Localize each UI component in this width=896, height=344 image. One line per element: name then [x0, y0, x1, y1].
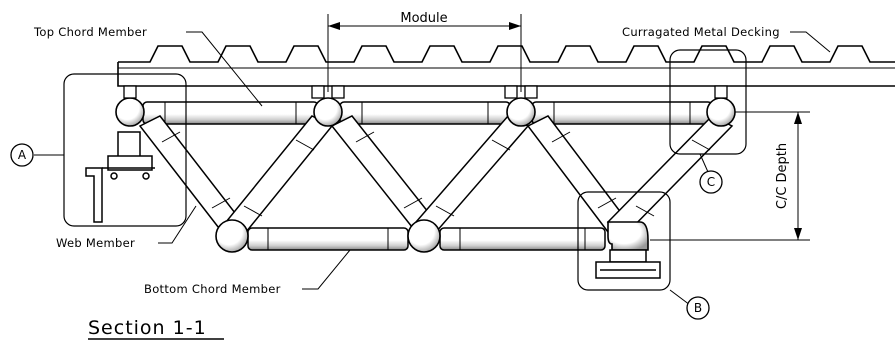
bottom-support-plate	[595, 249, 661, 279]
module-dimension: Module	[327, 11, 522, 92]
svg-text:A: A	[18, 148, 27, 162]
top-chord-members	[142, 101, 713, 125]
svg-text:B: B	[694, 301, 702, 315]
callout-c: C	[699, 153, 723, 194]
svg-text:Top Chord Member: Top Chord Member	[33, 25, 147, 39]
left-support-bracket	[85, 131, 155, 223]
top-nodes	[115, 85, 736, 127]
svg-text:Curragated Metal Decking: Curragated Metal Decking	[622, 25, 780, 39]
detail-boxes	[63, 49, 747, 291]
label-bottom-chord: Bottom Chord Member	[144, 249, 351, 296]
label-decking: Curragated Metal Decking	[622, 25, 831, 53]
bottom-nodes	[215, 219, 649, 253]
label-top-chord: Top Chord Member	[33, 25, 263, 107]
callout-a: A	[10, 143, 64, 167]
svg-text:Web Member: Web Member	[56, 236, 135, 250]
depth-label: C/C Depth	[775, 143, 790, 209]
bottom-chord-members	[247, 227, 606, 251]
metal-decking	[117, 45, 895, 87]
svg-text:Section 1-1: Section 1-1	[88, 317, 207, 339]
svg-text:C: C	[707, 175, 715, 189]
callout-b: B	[669, 289, 710, 320]
depth-dimension: C/C Depth	[650, 111, 810, 241]
module-label: Module	[400, 11, 447, 26]
section-title: Section 1-1	[88, 317, 224, 340]
svg-text:Bottom Chord Member: Bottom Chord Member	[144, 282, 281, 296]
web-members	[138, 115, 734, 233]
label-web-member: Web Member	[56, 205, 197, 250]
